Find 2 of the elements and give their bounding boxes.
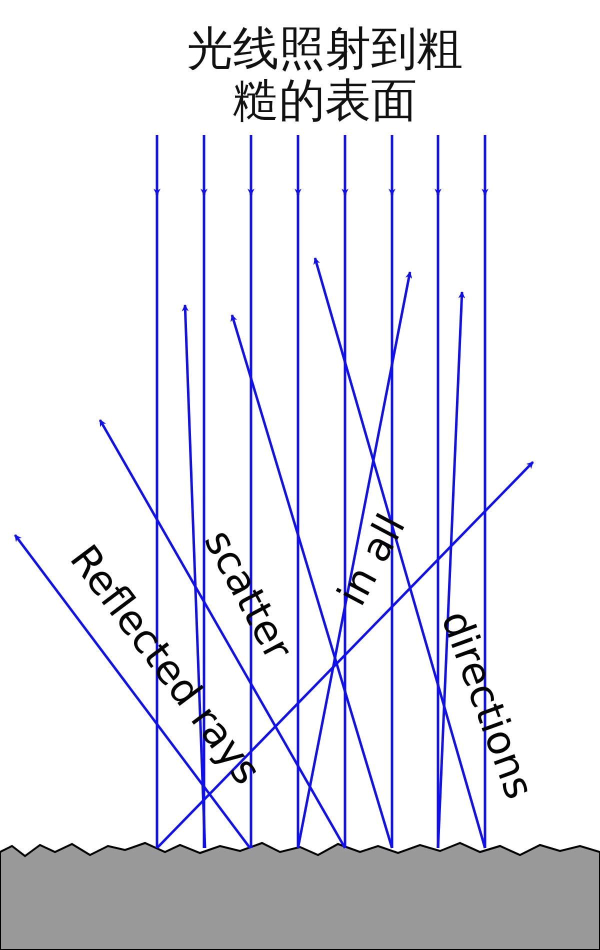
title: 光线照射到粗糙的表面: [186, 22, 464, 126]
rotated-label: in all: [332, 508, 412, 612]
